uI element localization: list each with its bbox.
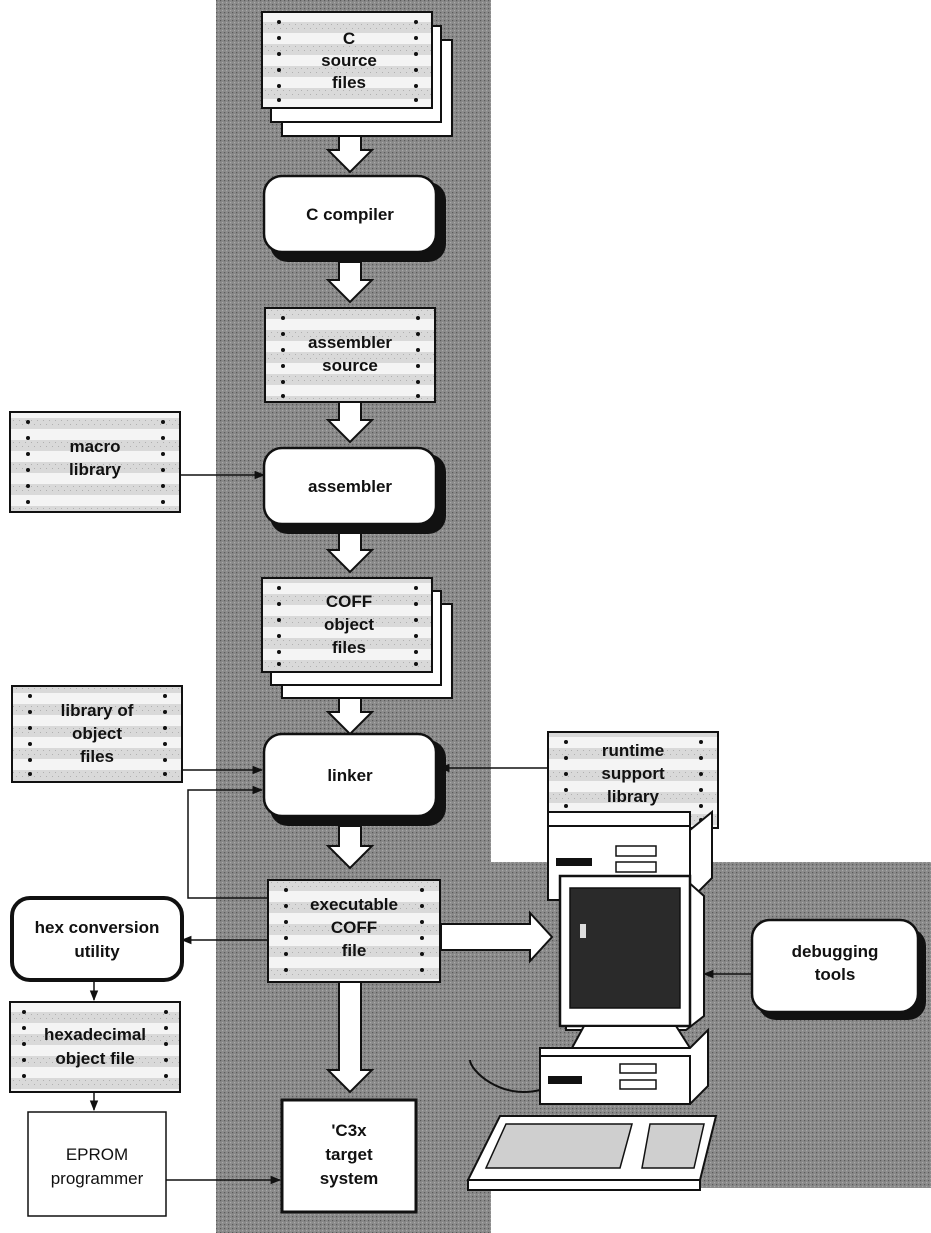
exec-line-2: COFF — [331, 918, 377, 937]
library-object-line-1: library of — [61, 701, 134, 720]
macro-library-line-2: library — [69, 460, 122, 479]
linker-node: linker — [262, 732, 446, 826]
executable-coff-file-node: executable COFF file — [267, 879, 441, 983]
hex-conversion-utility-node: hex conversion utility — [10, 896, 184, 982]
coff-object-line-1: COFF — [326, 592, 372, 611]
coff-object-line-3: files — [332, 638, 366, 657]
hexadecimal-line-2: object file — [55, 1049, 134, 1068]
exec-line-1: executable — [310, 895, 398, 914]
runtime-line-1: runtime — [602, 741, 664, 760]
arrow-asmsource-to-assembler — [325, 401, 375, 444]
assembler-source-line-1: assembler — [308, 333, 392, 352]
flow-arrows-center — [325, 135, 554, 1094]
eprom-line-1: EPROM — [66, 1145, 128, 1164]
arrow-source-to-compiler — [325, 135, 375, 174]
debugging-line-2: tools — [815, 965, 856, 984]
c-source-line-3: files — [332, 73, 366, 92]
computer-illustration — [466, 809, 718, 1191]
coff-object-line-2: object — [324, 615, 374, 634]
macro-library-line-1: macro — [69, 437, 120, 456]
hex-conversion-line-1: hex conversion — [35, 918, 160, 937]
eprom-line-2: programmer — [51, 1169, 144, 1188]
eprom-programmer-node: EPROM programmer — [27, 1111, 167, 1217]
target-system-node: 'C3x target system — [280, 1098, 418, 1214]
hexadecimal-object-file-node: hexadecimal object file — [9, 1001, 181, 1093]
linker-label: linker — [327, 766, 373, 785]
target-line-2: target — [325, 1145, 373, 1164]
library-object-line-3: files — [80, 747, 114, 766]
arrow-exec-to-computer — [440, 910, 554, 964]
c-source-files-node: C source files — [261, 11, 453, 137]
exec-line-3: file — [342, 941, 367, 960]
assembler-node: assembler — [262, 446, 446, 534]
library-object-line-2: object — [72, 724, 122, 743]
library-of-object-files-node: library of object files — [11, 685, 183, 783]
c-compiler-label: C compiler — [306, 205, 394, 224]
hexadecimal-line-1: hexadecimal — [44, 1025, 146, 1044]
arrow-assembler-to-coff — [325, 531, 375, 574]
arrow-compiler-to-asmsource — [325, 261, 375, 304]
target-line-1: 'C3x — [331, 1121, 367, 1140]
runtime-line-3: library — [607, 787, 660, 806]
hex-conversion-line-2: utility — [74, 942, 120, 961]
debugging-tools-node: debugging tools — [750, 918, 926, 1020]
connector-exec-feedback-to-linker — [187, 785, 268, 899]
coff-object-files-node: COFF object files — [261, 577, 453, 699]
c-compiler-node: C compiler — [262, 174, 446, 262]
assembler-source-line-2: source — [322, 356, 378, 375]
c-source-line-2: source — [321, 51, 377, 70]
target-line-3: system — [320, 1169, 379, 1188]
arrow-linker-to-exec — [325, 825, 375, 870]
runtime-line-2: support — [601, 764, 665, 783]
arrow-exec-to-target — [325, 981, 375, 1094]
assembler-source-node: assembler source — [264, 307, 436, 403]
debugging-line-1: debugging — [792, 942, 879, 961]
arrow-coff-to-linker — [325, 697, 375, 736]
assembler-label: assembler — [308, 477, 392, 496]
macro-library-node: macro library — [9, 411, 181, 513]
c-source-line-1: C — [343, 29, 355, 48]
